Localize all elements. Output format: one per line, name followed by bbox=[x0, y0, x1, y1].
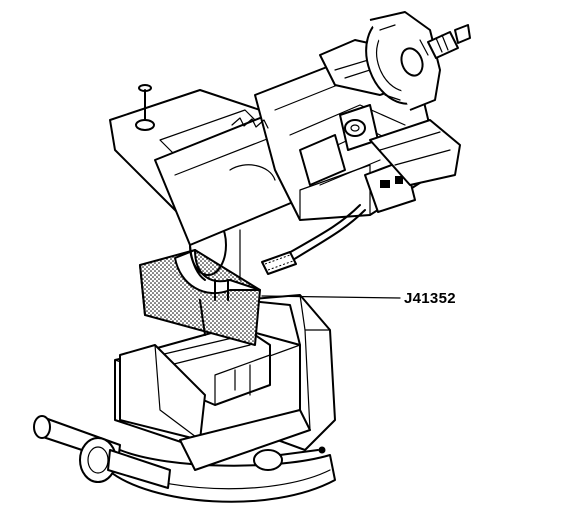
holding-fixture bbox=[139, 249, 401, 346]
steering-column bbox=[109, 11, 471, 301]
vise-lock-knob bbox=[253, 446, 326, 471]
vise-front-foot bbox=[179, 409, 311, 471]
fixture-block bbox=[139, 249, 261, 346]
vise-handle bbox=[33, 415, 171, 489]
wiring-harness bbox=[261, 204, 366, 275]
vise-swivel-base bbox=[107, 449, 336, 503]
column-spring bbox=[231, 117, 269, 129]
mounting-bolt-left bbox=[135, 84, 155, 131]
tool-callout-label: J41352 bbox=[404, 290, 456, 307]
vise-front-jaw bbox=[119, 344, 206, 441]
harness-connector bbox=[261, 251, 297, 275]
fixture-saddle bbox=[174, 249, 261, 295]
callout-leader-line bbox=[261, 295, 401, 299]
steering-shaft-upper-end bbox=[365, 11, 471, 111]
multifunction-switch bbox=[369, 119, 461, 186]
